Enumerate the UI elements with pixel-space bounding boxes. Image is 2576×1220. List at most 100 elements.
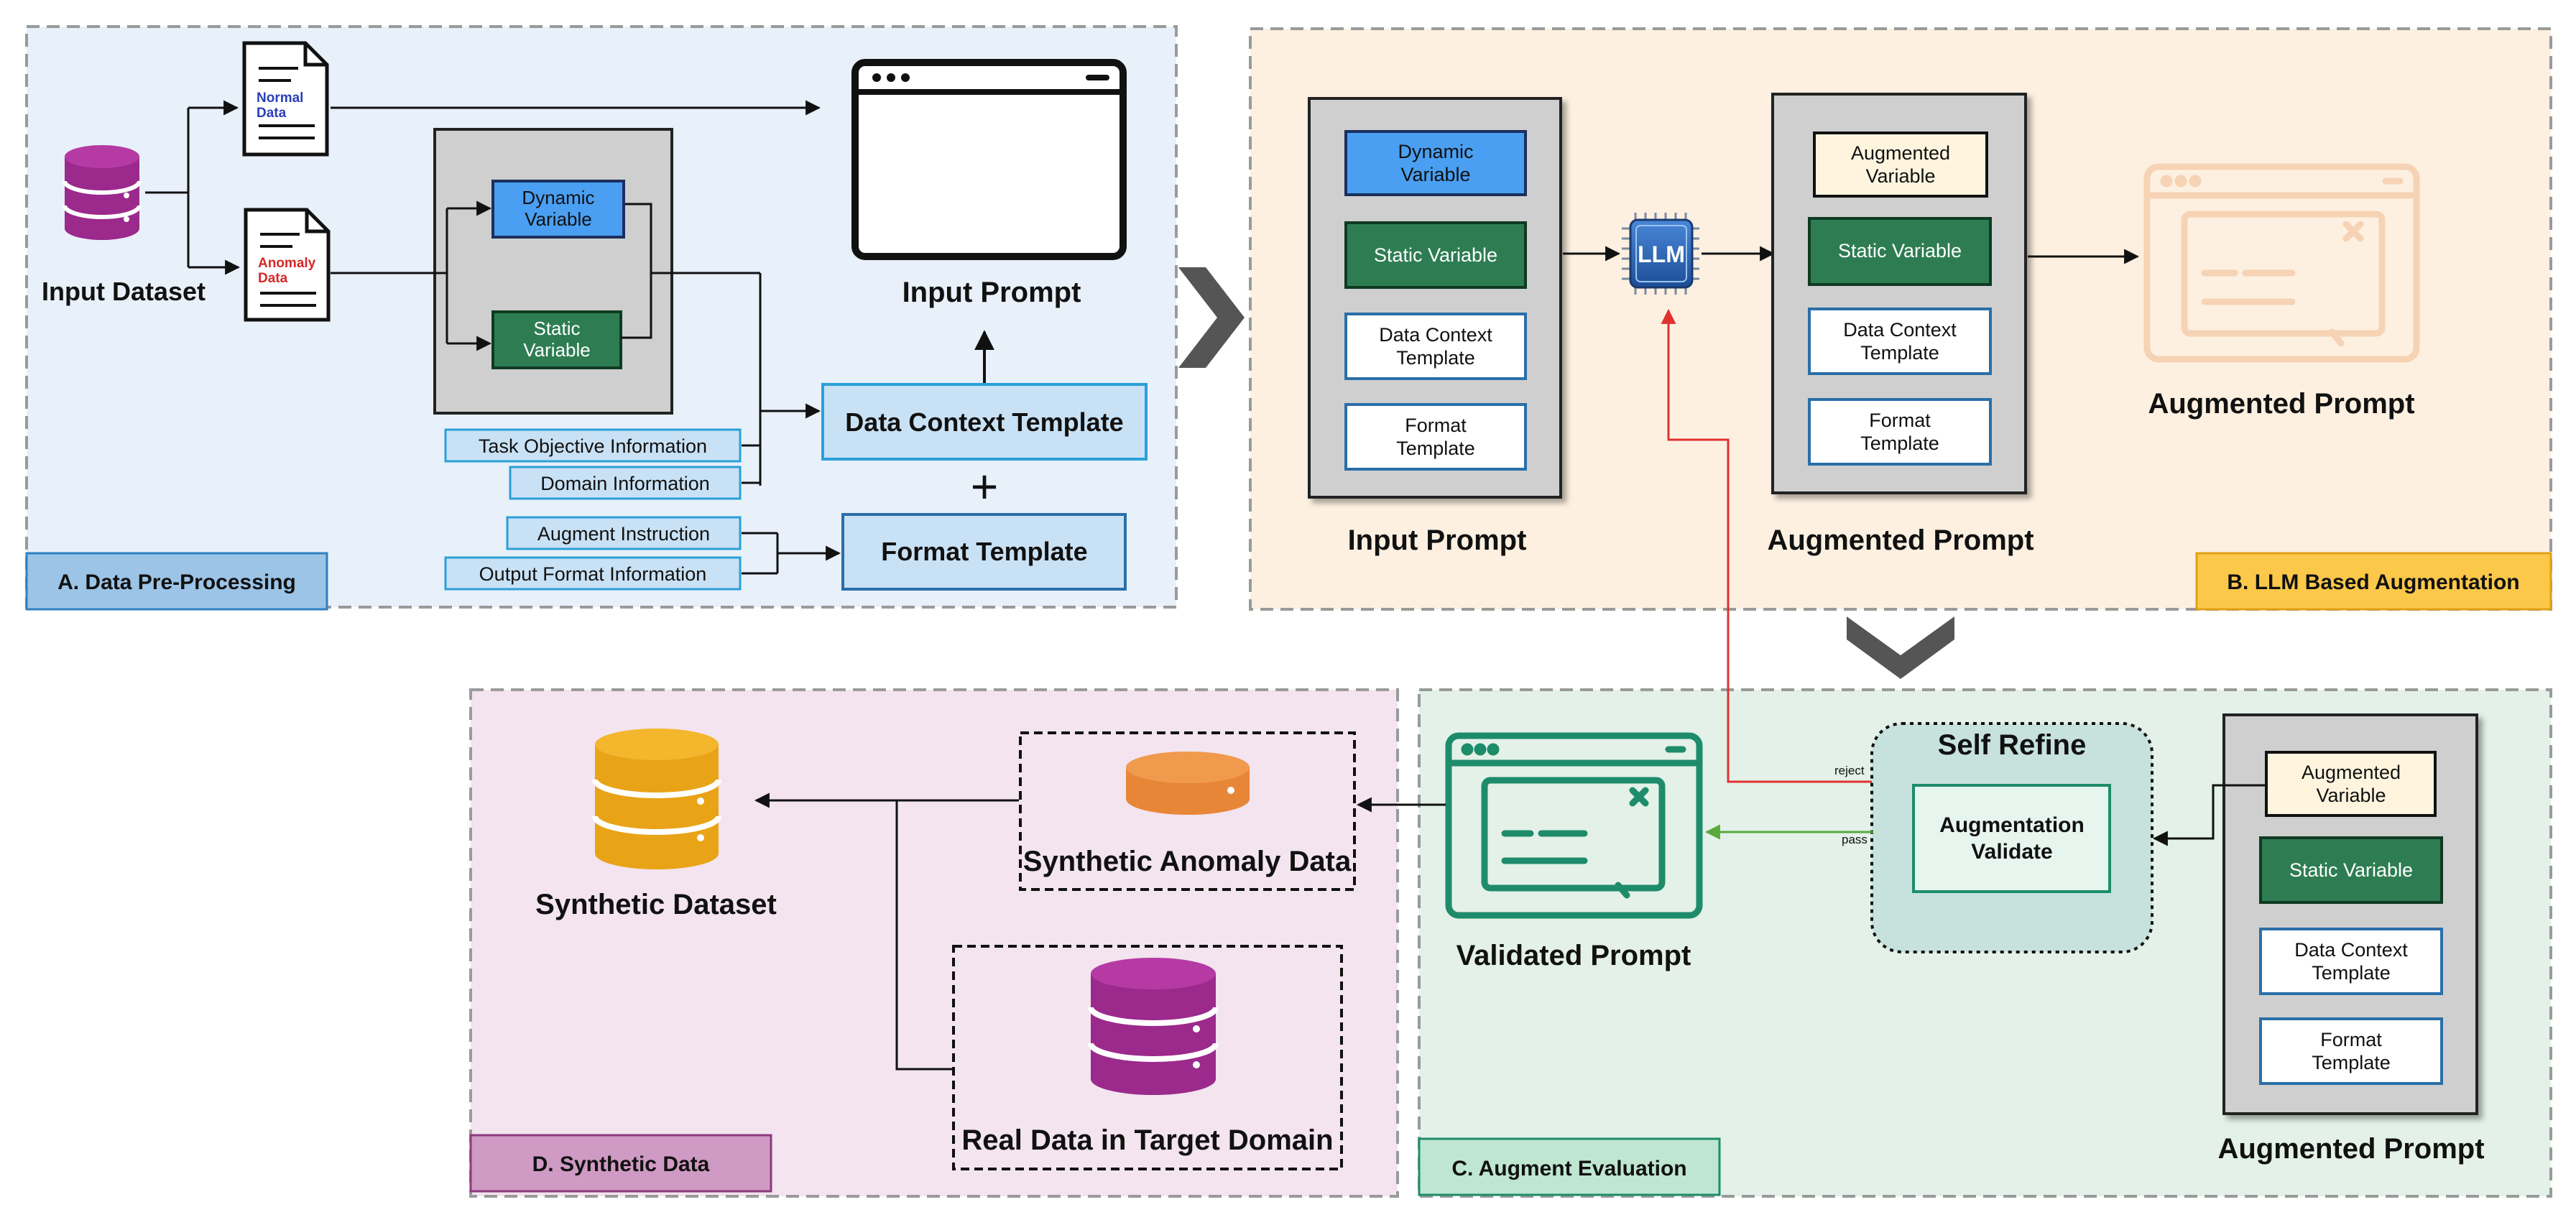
stack-static-variable: Static Variable [1344, 221, 1527, 289]
stack-aug-data-context-template: Data Context Template [1808, 308, 1992, 375]
eval-stack-augmented-variable: Augmented Variable [2265, 751, 2437, 817]
connector [895, 800, 952, 1071]
static-variable-text-1: Static [533, 318, 580, 339]
stack-data-context-text-2: Template [1396, 347, 1475, 369]
chevron-right-icon [1178, 267, 1245, 368]
eval-stack-format-template: Format Template [2259, 1017, 2443, 1085]
dynamic-variable-text-1: Dynamic [522, 187, 594, 208]
stack-aug-format-template: Format Template [1808, 398, 1992, 466]
eval-stack-format-text-1: Format [2320, 1029, 2382, 1050]
static-variable-text-2: Variable [523, 339, 590, 361]
anomaly-doc-label-2: Data [258, 271, 288, 286]
stack-dynamic-variable: Dynamic Variable [1344, 130, 1527, 196]
dynamic-variable-box: Dynamic Variable [491, 180, 625, 239]
anomaly-data-document-icon: Anomaly Data [244, 208, 331, 322]
real-data-label: Real Data in Target Domain [961, 1124, 1333, 1156]
eval-stack-data-context-text-2: Template [2312, 962, 2391, 984]
chevron-down-icon [1847, 616, 1954, 679]
stack-data-context-text-1: Data Context [1379, 324, 1492, 346]
stack-aug-data-context-text-1: Data Context [1843, 319, 1957, 341]
domain-info-box: Domain Information [509, 466, 742, 500]
connector [621, 203, 652, 339]
stack-aug-static-text: Static Variable [1838, 240, 1962, 262]
output-format-box: Output Format Information [444, 556, 742, 591]
task-objective-text: Task Objective Information [479, 435, 707, 457]
stack-format-template: Format Template [1344, 403, 1527, 471]
panel-c-label-text: C. Augment Evaluation [1451, 1157, 1686, 1180]
eval-stack-data-context-text-1: Data Context [2294, 939, 2408, 961]
stack-format-text-2: Template [1396, 438, 1475, 459]
stack-data-context-template: Data Context Template [1344, 313, 1527, 380]
eval-stack-static-variable: Static Variable [2259, 836, 2443, 904]
format-template-box: Format Template [841, 513, 1127, 591]
validate-text-2: Validate [1971, 840, 2052, 864]
eval-stack-static-text: Static Variable [2289, 859, 2413, 881]
stack-static-text: Static Variable [1374, 244, 1497, 266]
stack-aug-data-context-text-2: Template [1860, 342, 1939, 364]
stack-format-text-1: Format [1405, 415, 1467, 436]
stack-augmented-text-1: Augmented [1851, 142, 1950, 164]
anomaly-doc-label-1: Anomaly [258, 256, 316, 271]
domain-info-text: Domain Information [540, 473, 710, 494]
panel-c-label: C. Augment Evaluation [1418, 1137, 1721, 1196]
panel-a-label: A. Data Pre-Processing [25, 552, 328, 611]
output-format-text: Output Format Information [479, 563, 707, 585]
stack-augmented-text-2: Variable [1865, 165, 1935, 187]
eval-stack-caption: Augmented Prompt [2217, 1133, 2484, 1165]
llm-chip-label: LLM [1638, 241, 1685, 267]
panel-b-label-text: B. LLM Based Augmentation [2227, 570, 2519, 594]
synthetic-anomaly-label: Synthetic Anomaly Data [1023, 846, 1352, 877]
input-prompt-window-icon [851, 59, 1127, 260]
llm-chip-icon: LLM [1622, 213, 1699, 295]
normal-doc-label-1: Normal [257, 91, 303, 106]
stack-aug-format-text-2: Template [1860, 433, 1939, 454]
dynamic-variable-text-2: Variable [525, 208, 591, 230]
eval-stack-augmented-text-1: Augmented [2302, 762, 2401, 783]
synthetic-dataset-label: Synthetic Dataset [535, 889, 777, 920]
normal-doc-label-2: Data [257, 106, 287, 121]
real-data-box [952, 945, 1343, 1170]
input-dataset-database-icon [63, 145, 142, 240]
real-data-database-icon [1088, 958, 1219, 1095]
input-dataset-label: Input Dataset [42, 277, 206, 306]
augmentation-validate-box: Augmentation Validate [1912, 784, 2111, 893]
reject-feedback-arrow [1661, 308, 1873, 783]
variable-container [433, 128, 673, 415]
panel-b-label: B. LLM Based Augmentation [2195, 552, 2552, 611]
plus-sign: + [971, 460, 999, 513]
augmented-prompt-window-icon [2143, 163, 2420, 363]
input-prompt-caption: Input Prompt [902, 277, 1081, 308]
validated-prompt-window-icon [1445, 732, 1703, 919]
eval-stack-data-context-template: Data Context Template [2259, 928, 2443, 995]
augment-instruction-text: Augment Instruction [537, 523, 710, 545]
stack-dynamic-text-2: Variable [1400, 164, 1470, 185]
arrow-stack-to-self-refine [2152, 784, 2265, 846]
data-context-template-box: Data Context Template [821, 383, 1148, 461]
panel-d-label-text: D. Synthetic Data [532, 1152, 710, 1176]
panel-d-label: D. Synthetic Data [469, 1134, 772, 1193]
synthetic-anomaly-box [1019, 731, 1356, 891]
synthetic-dataset-database-icon [592, 729, 721, 869]
validated-prompt-caption: Validated Prompt [1456, 940, 1691, 971]
stack-aug-format-text-1: Format [1869, 410, 1931, 431]
input-prompt-stack-caption: Input Prompt [1348, 524, 1527, 556]
static-variable-box: Static Variable [491, 310, 622, 369]
synthetic-anomaly-database-icon [1126, 752, 1250, 815]
stack-augmented-variable: Augmented Variable [1813, 131, 1988, 198]
eval-stack-augmented-text-2: Variable [2316, 785, 2386, 806]
normal-data-document-icon: Normal Data [242, 41, 329, 157]
reject-label: reject [1834, 764, 1865, 777]
pass-label: pass [1842, 833, 1868, 846]
panel-a-label-text: A. Data Pre-Processing [57, 570, 296, 594]
self-refine-title: Self Refine [1938, 729, 2087, 761]
augment-instruction-box: Augment Instruction [506, 516, 742, 550]
validate-text-1: Augmentation [1939, 813, 2085, 837]
data-context-template-text: Data Context Template [845, 407, 1123, 437]
augmented-prompt-icon-caption: Augmented Prompt [2148, 388, 2414, 420]
eval-stack-format-text-2: Template [2312, 1052, 2391, 1073]
stack-dynamic-text-1: Dynamic [1398, 141, 1473, 162]
augmented-prompt-stack-caption: Augmented Prompt [1767, 524, 2033, 556]
stack-aug-static-variable: Static Variable [1808, 217, 1992, 286]
task-objective-box: Task Objective Information [444, 428, 742, 463]
